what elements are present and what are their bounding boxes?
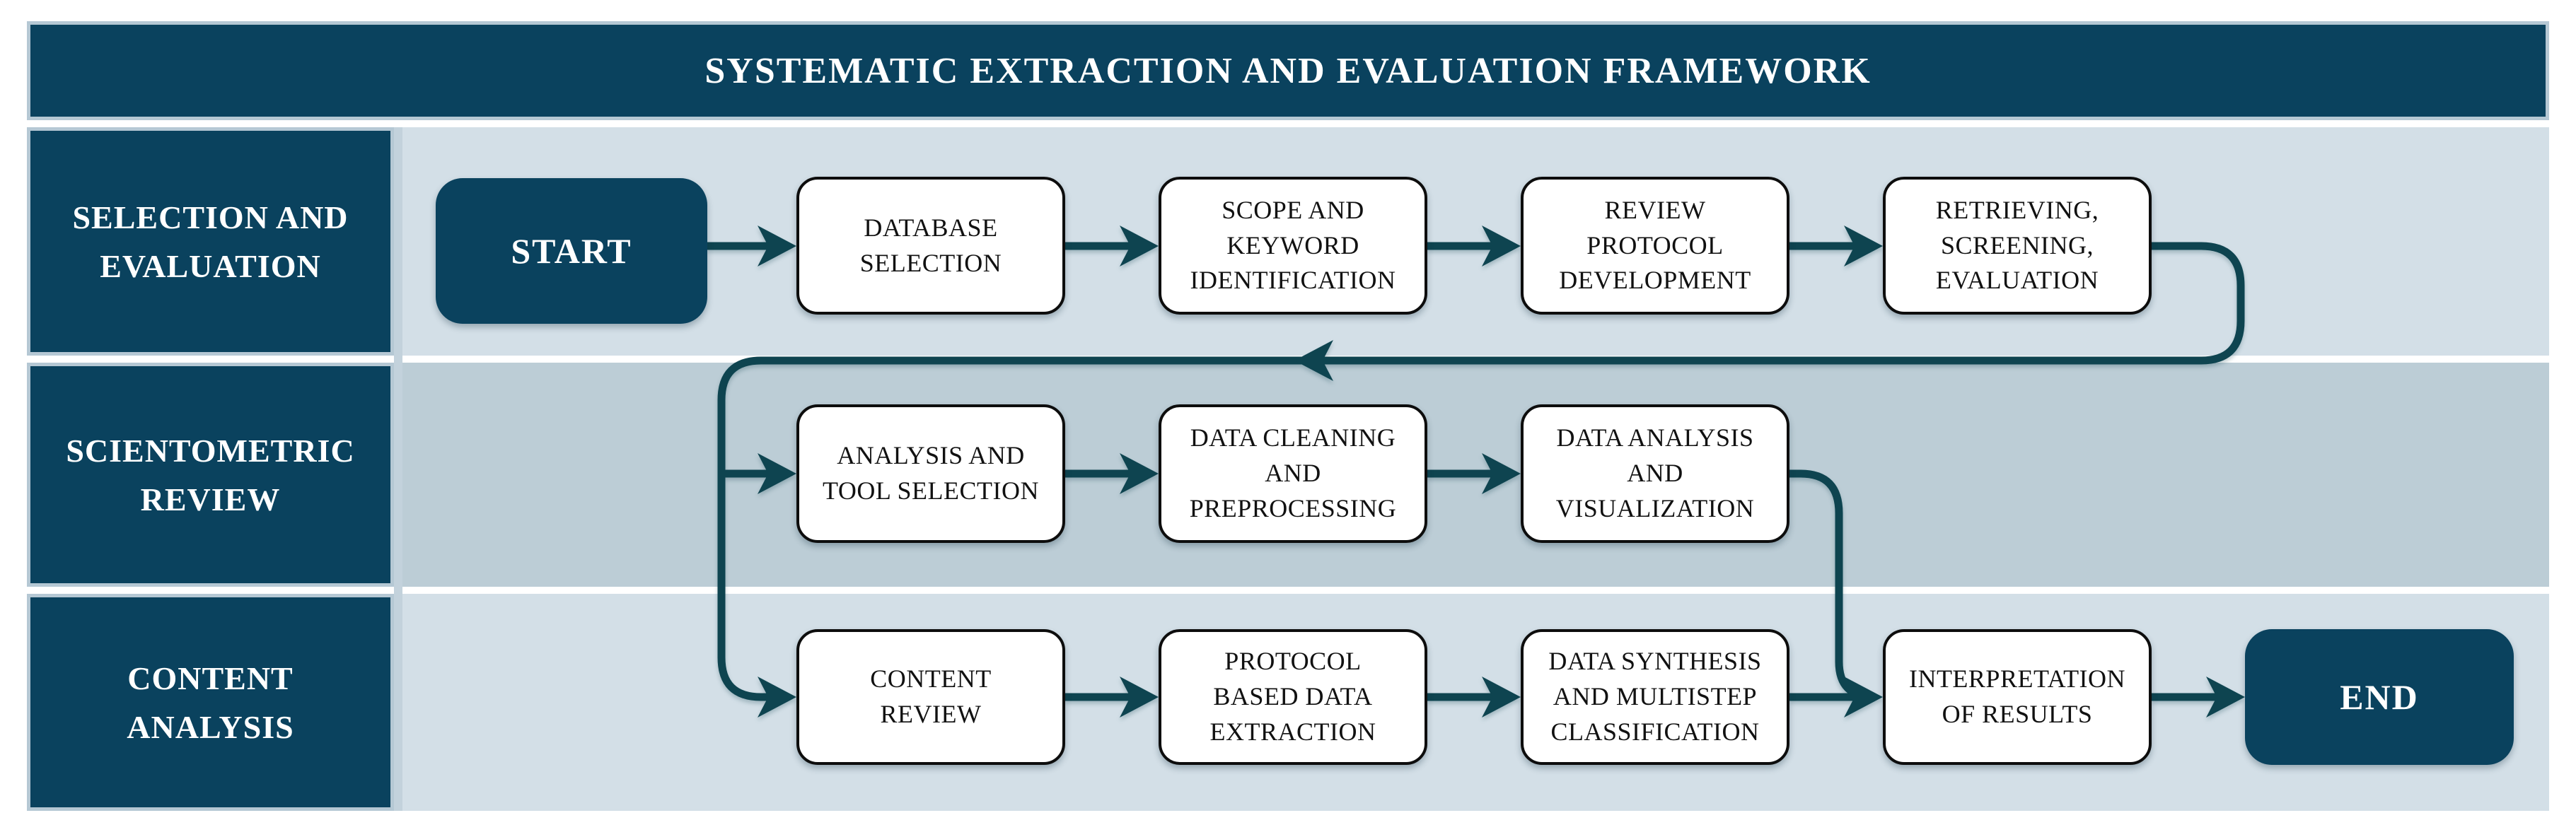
node-analysis-tool-selection: ANALYSIS AND TOOL SELECTION	[796, 404, 1065, 543]
node-data-synthesis-classification: DATA SYNTHESIS AND MULTISTEP CLASSIFICAT…	[1521, 629, 1789, 765]
end-node: END	[2245, 629, 2514, 765]
node-database-selection: DATABASE SELECTION	[796, 177, 1065, 315]
node-data-analysis-visualization: DATA ANALYSIS AND VISUALIZATION	[1521, 404, 1789, 543]
lane-content-analysis-background	[402, 594, 2549, 811]
diagram-title: SYSTEMATIC EXTRACTION AND EVALUATION FRA…	[27, 21, 2549, 120]
label-column-separator	[394, 127, 402, 811]
node-interpretation-of-results: INTERPRETATION OF RESULTS	[1883, 629, 2152, 765]
node-data-cleaning-preprocessing: DATA CLEANING AND PREPROCESSING	[1159, 404, 1427, 543]
lane-label-scientometric-review: SCIENTOMETRIC REVIEW	[27, 363, 394, 587]
lane-selection-evaluation-background	[402, 127, 2549, 356]
node-review-protocol-development: REVIEW PROTOCOL DEVELOPMENT	[1521, 177, 1789, 315]
node-content-review: CONTENT REVIEW	[796, 629, 1065, 765]
lane-label-content-analysis: CONTENT ANALYSIS	[27, 594, 394, 811]
node-retrieving-screening-evaluation: RETRIEVING, SCREENING, EVALUATION	[1883, 177, 2152, 315]
node-protocol-based-data-extraction: PROTOCOL BASED DATA EXTRACTION	[1159, 629, 1427, 765]
lane-label-selection-evaluation: SELECTION AND EVALUATION	[27, 127, 394, 356]
lane-scientometric-review-background	[402, 363, 2549, 587]
node-scope-keyword-identification: SCOPE AND KEYWORD IDENTIFICATION	[1159, 177, 1427, 315]
start-node: START	[436, 178, 707, 324]
